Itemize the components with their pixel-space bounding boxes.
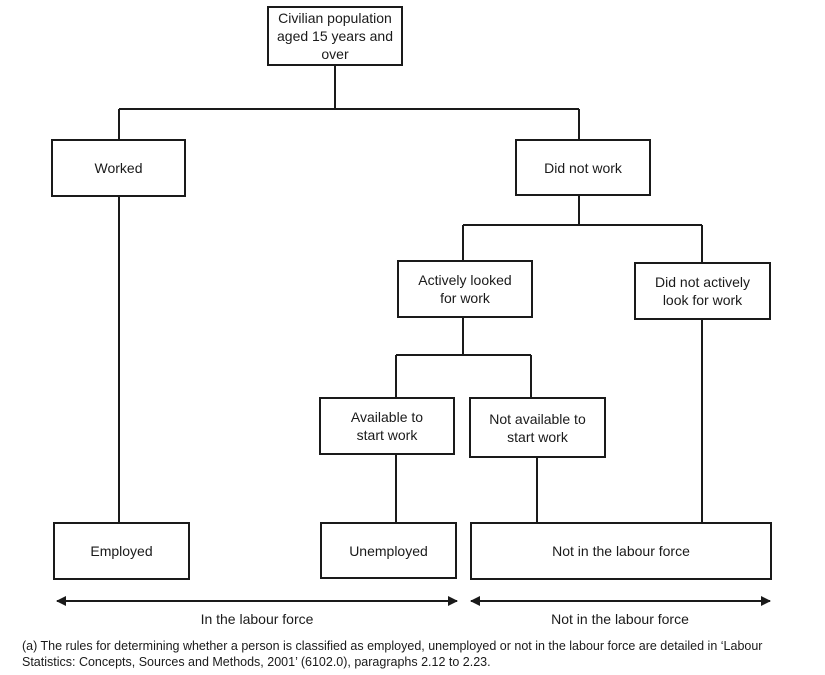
node-actively-looked-for-work: Actively looked for work	[397, 260, 533, 318]
node-available-label: Available to start work	[350, 409, 424, 443]
node-worked-label: Worked	[94, 160, 143, 176]
node-actively-looked-label: Actively looked for work	[418, 272, 512, 306]
node-not-available-to-start-work: Not available to start work	[469, 397, 606, 458]
node-not-available-label: Not available to start work	[489, 410, 586, 445]
in-labour-force-label: In the labour force	[200, 611, 314, 627]
node-did-not-work: Did not work	[515, 139, 651, 196]
node-not-in-labour-force-label: Not in the labour force	[552, 543, 690, 559]
node-unemployed-label: Unemployed	[349, 542, 428, 559]
node-unemployed: Unemployed	[320, 522, 457, 579]
node-not-in-labour-force: Not in the labour force	[470, 522, 772, 580]
footnote: (a) The rules for determining whether a …	[22, 639, 763, 669]
node-civilian-population-label: Civilian population aged 15 years and ov…	[277, 10, 393, 62]
node-did-not-work-label: Did not work	[544, 159, 622, 176]
node-civilian-population: Civilian population aged 15 years and ov…	[267, 6, 403, 66]
node-worked: Worked	[51, 139, 186, 197]
node-employed-label: Employed	[90, 543, 153, 559]
not-in-labour-force-range-label: Not in the labour force	[551, 611, 689, 627]
node-did-not-actively-look-label: Did not actively look for work	[655, 274, 750, 308]
node-employed: Employed	[53, 522, 190, 580]
node-did-not-actively-look: Did not actively look for work	[634, 262, 771, 320]
node-available-to-start-work: Available to start work	[319, 397, 455, 455]
